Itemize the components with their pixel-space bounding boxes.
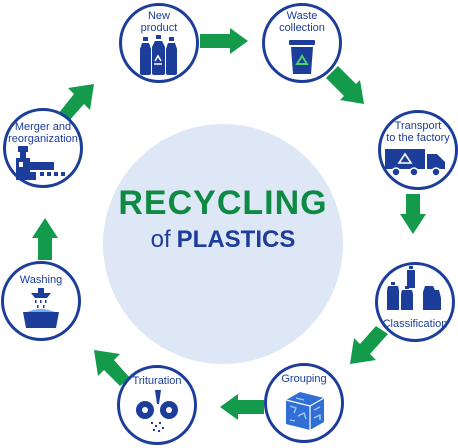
washing-basin-icon	[23, 288, 59, 328]
step-grouping-label: Grouping	[264, 373, 344, 385]
arrow-washing-to-merger	[32, 218, 58, 260]
arrow-waste-to-transport	[326, 66, 364, 104]
bottles-recycle-icon	[140, 35, 177, 75]
title-plastics: PLASTICS	[176, 226, 296, 253]
step-waste-collection-label: Waste collection	[262, 10, 342, 34]
title-recycling: RECYCLING	[118, 184, 328, 222]
step-classification-label: Classification	[371, 318, 458, 330]
step-grouping	[264, 363, 344, 443]
arrow-merger-to-new	[58, 84, 94, 122]
step-waste-collection-label-line1: Waste	[286, 10, 318, 22]
step-transport-label-line2: to the factory	[386, 132, 450, 144]
step-classification	[375, 262, 455, 342]
step-classification-label-line1: Classification	[382, 318, 448, 330]
compressed-bale-icon	[285, 392, 325, 430]
step-washing-label-line1: Washing	[19, 274, 63, 286]
title-of: of	[150, 226, 171, 253]
recycling-bin-icon	[289, 40, 315, 74]
step-new-product-label-line1: New	[147, 10, 170, 22]
step-merger-label: Merger and reorganization	[0, 121, 88, 145]
step-merger-label-line2: reorganization	[8, 133, 78, 145]
step-trituration	[117, 365, 197, 445]
step-transport-label: Transport to the factory	[373, 120, 458, 144]
step-trituration-label: Trituration	[117, 375, 197, 387]
arrow-transport-to-classification	[400, 194, 426, 234]
step-trituration-label-line1: Trituration	[132, 375, 182, 387]
step-new-product-label: New product	[119, 10, 199, 34]
step-transport-label-line1: Transport	[394, 120, 442, 132]
step-waste-collection-label-line2: collection	[279, 22, 325, 34]
arrow-new-to-waste	[200, 28, 248, 54]
step-new-product-label-line2: product	[140, 22, 178, 34]
arrow-grouping-to-trituration	[220, 394, 264, 420]
arrow-classification-to-grouping	[350, 326, 388, 364]
step-grouping-label-line1: Grouping	[281, 373, 327, 385]
arrow-trituration-to-washing	[94, 350, 130, 386]
shredder-icon	[136, 390, 178, 432]
step-merger-label-line1: Merger and	[14, 121, 72, 133]
extruder-machine-icon	[16, 146, 65, 180]
center-circle	[103, 124, 343, 364]
step-washing-label: Washing	[1, 274, 81, 286]
sorted-bottles-icon	[387, 266, 441, 310]
truck-icon	[385, 149, 445, 177]
